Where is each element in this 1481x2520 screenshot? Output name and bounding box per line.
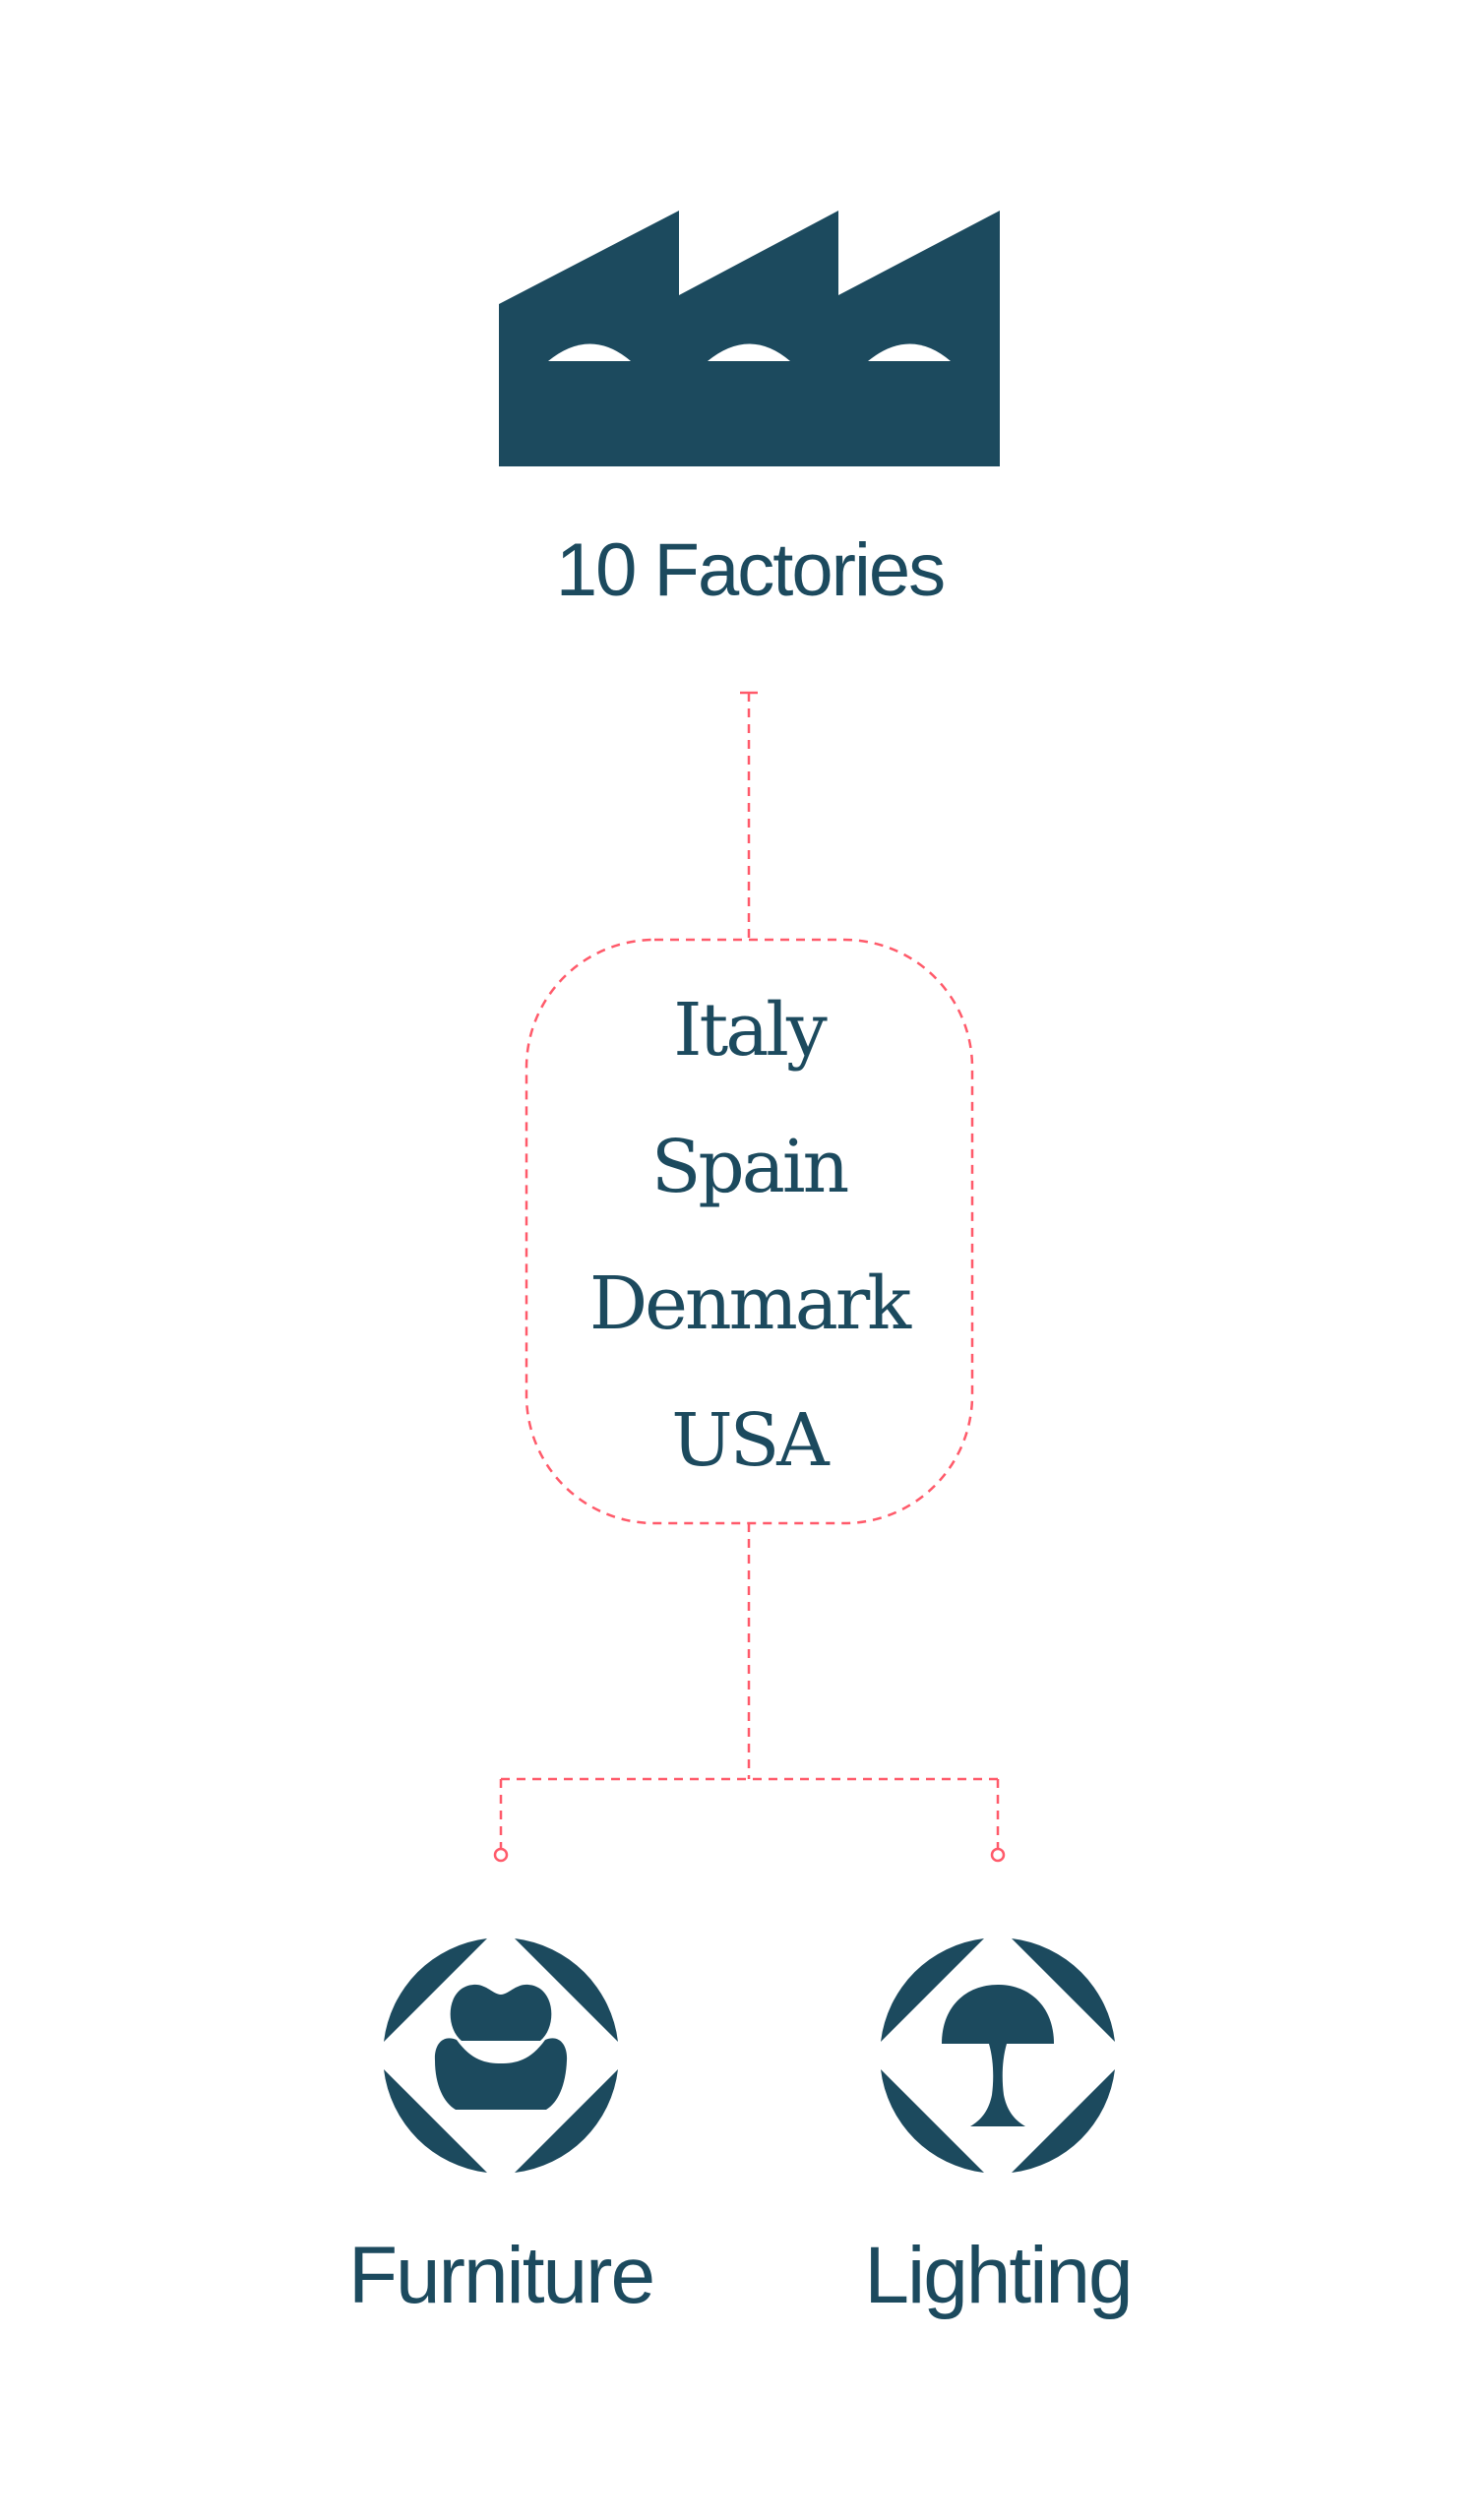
connector-lines — [499, 691, 1000, 1849]
country-spain: Spain — [651, 1125, 848, 1209]
lamp-icon — [881, 1938, 1115, 2173]
furniture-label: Furniture — [348, 2231, 653, 2320]
country-italy: Italy — [673, 988, 828, 1073]
countries-list: Italy Spain Denmark USA — [589, 988, 915, 1483]
country-denmark: Denmark — [589, 1261, 912, 1346]
country-usa: USA — [671, 1398, 831, 1483]
armchair-icon — [384, 1938, 618, 2173]
factory-icon — [499, 211, 1000, 466]
lighting-label: Lighting — [864, 2231, 1131, 2320]
connector-end-lighting — [990, 1847, 1006, 1863]
factories-label: 10 Factories — [556, 528, 944, 612]
connector-end-furniture — [493, 1847, 509, 1863]
